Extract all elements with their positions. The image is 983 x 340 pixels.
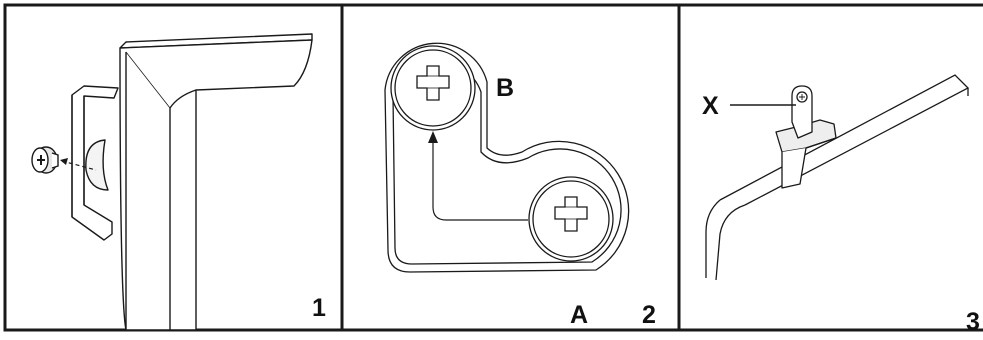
panel-3: X 3	[677, 3, 983, 336]
heater-top-edge	[705, 74, 970, 281]
bracket-drawing	[71, 33, 313, 331]
removal-arrow	[60, 158, 97, 171]
panel-2-number: 2	[642, 301, 656, 329]
callout-b: B	[496, 74, 514, 102]
screw-icon	[31, 146, 59, 174]
callout-x: X	[702, 92, 719, 120]
movement-arrow	[428, 131, 528, 221]
screw-head-b	[390, 45, 476, 131]
bracket-x	[775, 85, 837, 189]
panel-1-number: 1	[312, 294, 326, 322]
screw-head-a	[528, 176, 614, 262]
panel-3-frame	[677, 3, 983, 332]
panel-1: 1	[3, 3, 344, 332]
panel-3-number: 3	[966, 308, 980, 335]
callout-a: A	[570, 301, 588, 329]
panel-2: B A 2	[340, 3, 681, 332]
panel-2-frame	[340, 3, 681, 332]
